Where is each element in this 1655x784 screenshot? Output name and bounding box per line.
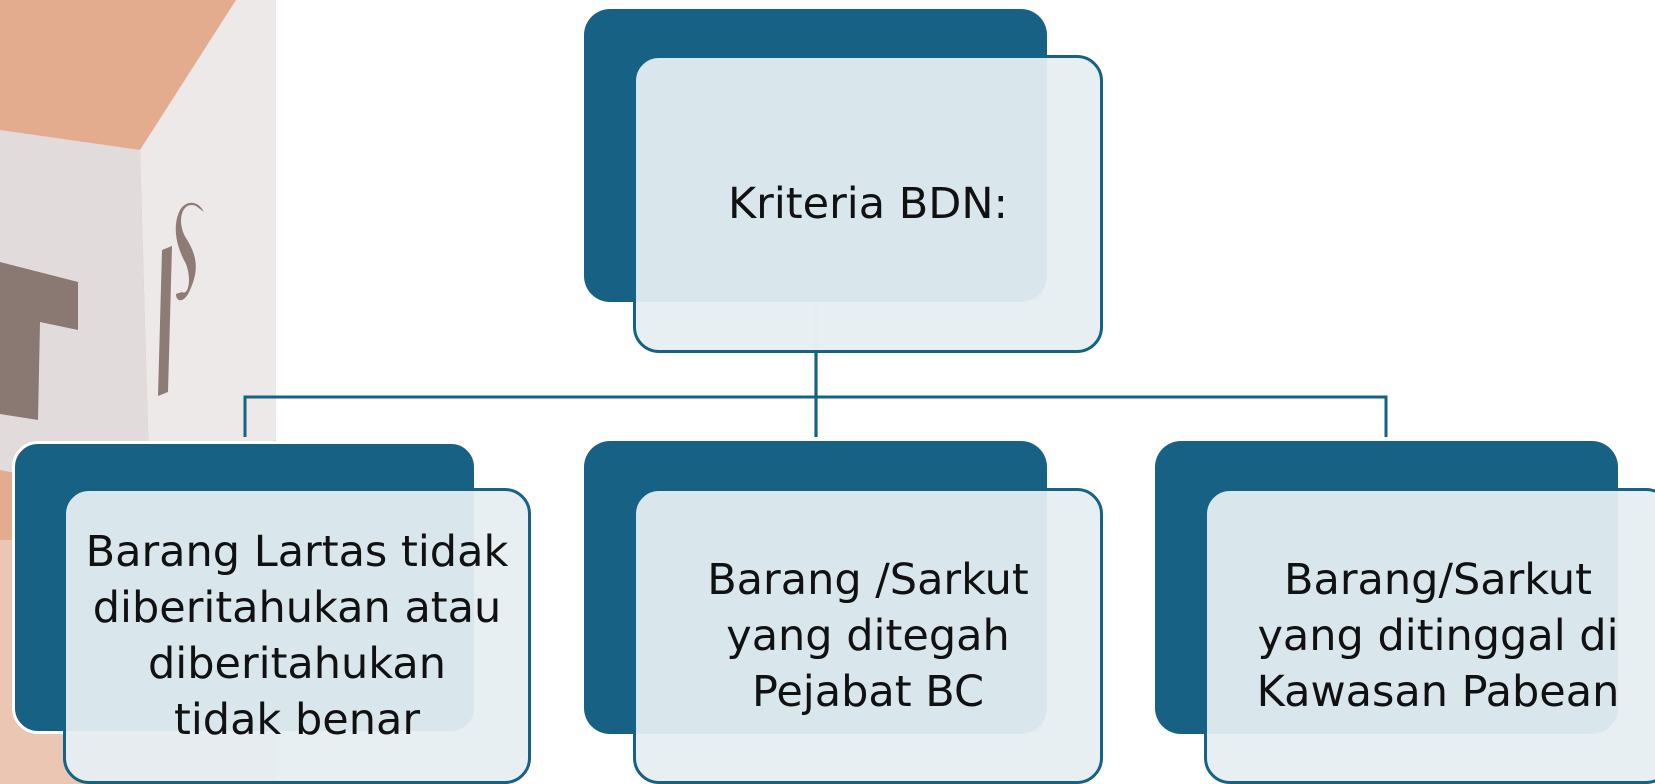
child-node-1-box: Barang Lartas tidak diberitahukan atau d… <box>63 488 531 784</box>
child-node-1-label: Barang Lartas tidak diberitahukan atau d… <box>85 527 509 745</box>
child-node-3-box: Barang/Sarkut yang ditinggal di Kawasan … <box>1204 488 1655 784</box>
root-node-box: Kriteria BDN: <box>633 55 1103 353</box>
child-node-2-label: Barang /Sarkut yang ditegah Pejabat BC <box>707 555 1029 717</box>
child-node-2-box: Barang /Sarkut yang ditegah Pejabat BC <box>633 488 1103 784</box>
root-node-label: Kriteria BDN: <box>727 179 1009 229</box>
child-node-3-label: Barang/Sarkut yang ditinggal di Kawasan … <box>1256 555 1620 717</box>
